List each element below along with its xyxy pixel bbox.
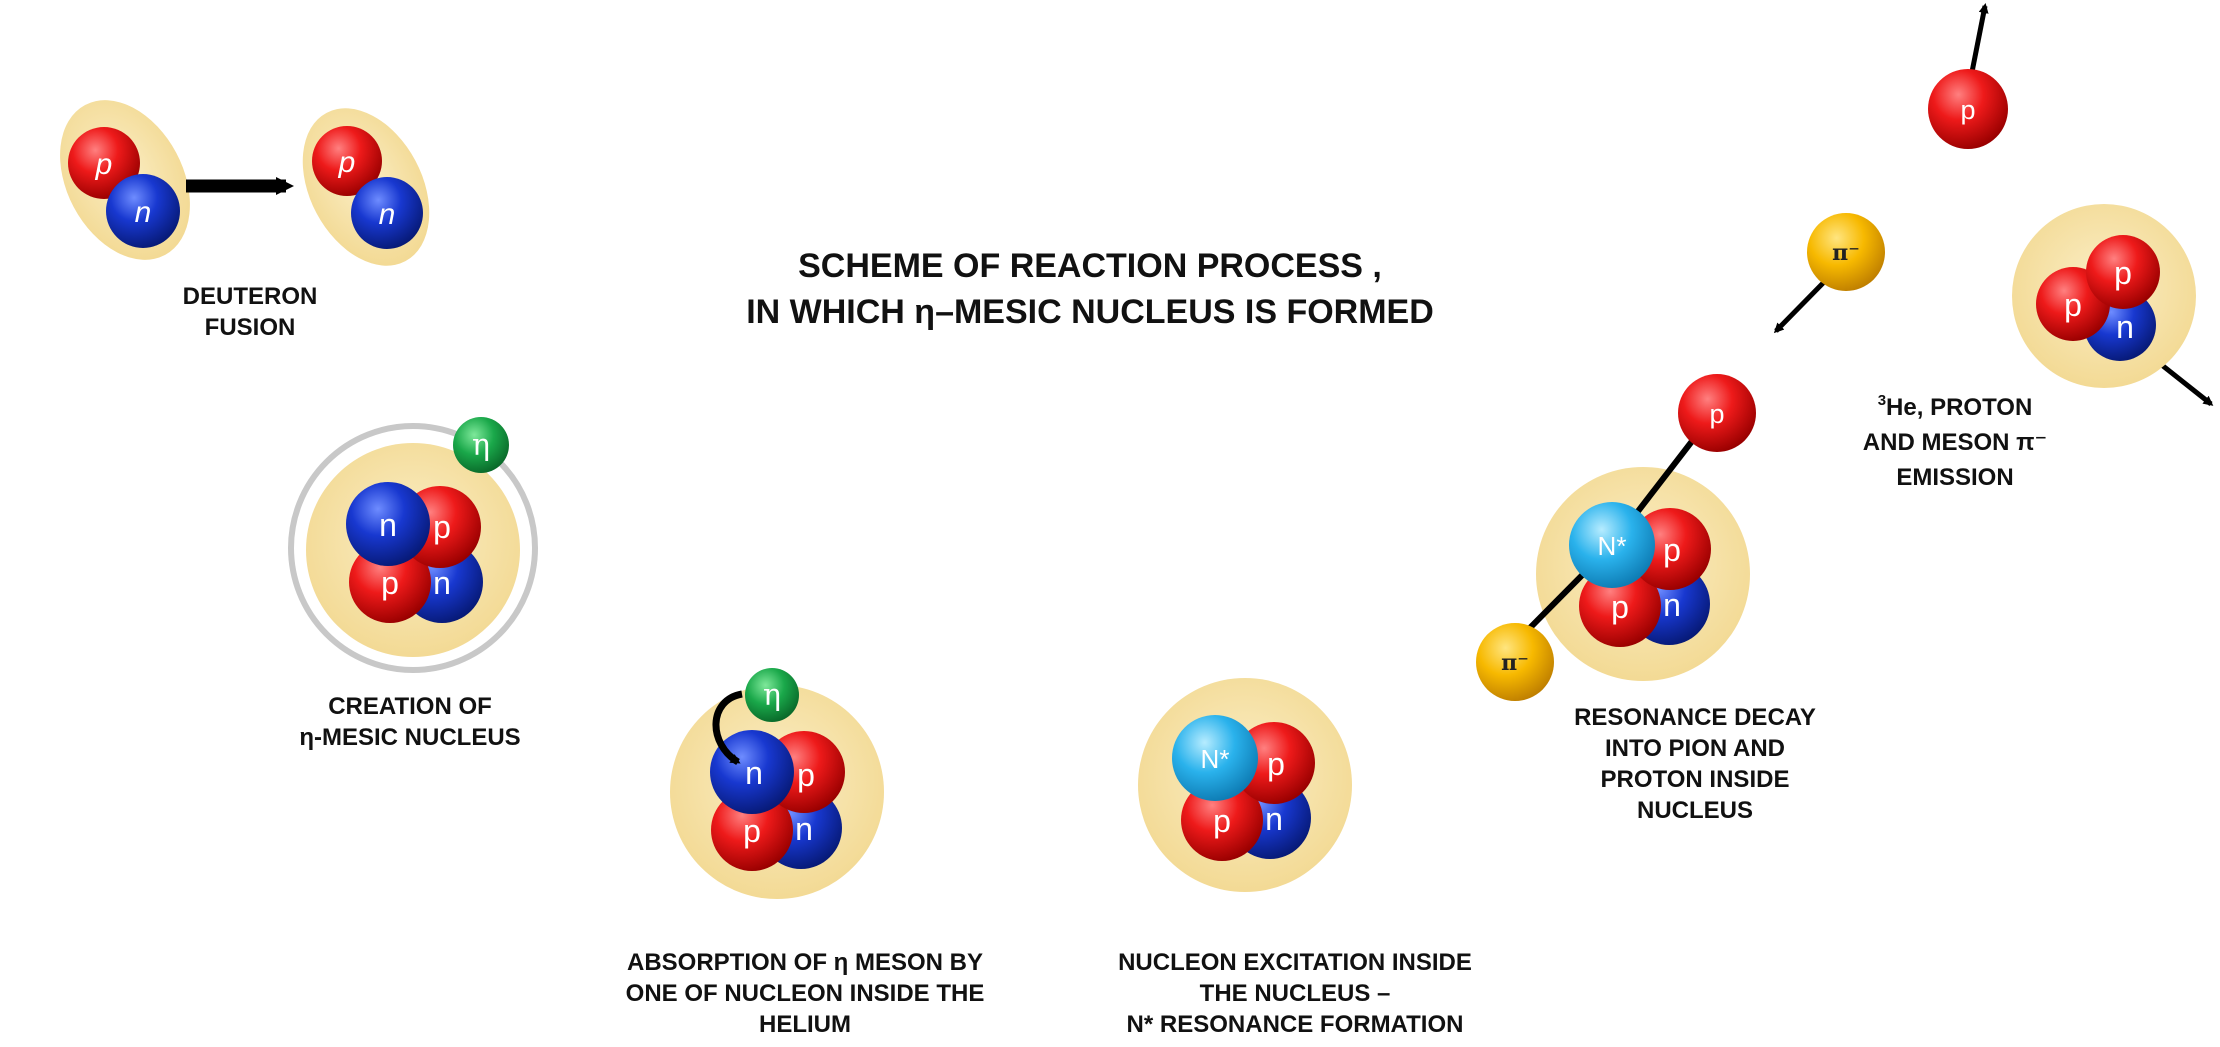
absorption-nucleus: n p p n η xyxy=(670,668,884,899)
decay-caption: RESONANCE DECAY INTO PION AND PROTON INS… xyxy=(1540,702,1850,826)
caption-line: N* RESONANCE FORMATION xyxy=(1126,1011,1464,1038)
caption-line: CREATION OF xyxy=(328,693,492,720)
proton-sphere xyxy=(1678,374,1756,452)
proton-sphere xyxy=(312,126,382,196)
deuteron-left: p n xyxy=(60,100,190,260)
deuteron-fusion-caption: DEUTERON FUSION xyxy=(140,281,360,343)
neutron-label: n xyxy=(135,196,152,229)
diagram-title: SCHEME OF REACTION PROCESS , IN WHICH η–… xyxy=(660,243,1520,335)
title-line-2: IN WHICH η–MESIC NUCLEUS IS FORMED xyxy=(746,293,1434,331)
neutron-sphere xyxy=(351,177,423,249)
title-line-1: SCHEME OF REACTION PROCESS , xyxy=(798,247,1382,285)
neutron-sphere xyxy=(106,174,180,248)
emission-scene: p π⁻ p p n xyxy=(1773,3,2214,406)
absorption-arrow xyxy=(712,690,743,765)
proton-emission-arrow xyxy=(1969,3,1989,73)
eta-meson-sphere xyxy=(453,417,509,473)
proton-label: p xyxy=(1960,95,1975,125)
proton-label: p xyxy=(381,565,399,601)
proton-label: p xyxy=(2114,255,2132,291)
helium-emission-arrow xyxy=(2156,360,2214,406)
proton-label: p xyxy=(1611,589,1629,625)
caption-line: HELIUM xyxy=(759,1011,851,1038)
proton-label: p xyxy=(1213,803,1231,839)
caption-line: DEUTERON xyxy=(182,283,318,310)
excitation-caption: NUCLEON EXCITATION INSIDE THE NUCLEUS – … xyxy=(1075,947,1515,1040)
neutron-label: n xyxy=(379,198,396,231)
resonance-label: N* xyxy=(1201,744,1230,774)
resonance-label: N* xyxy=(1598,531,1627,561)
neutron-label: n xyxy=(433,565,451,601)
emission-caption: 3He, PROTON AND MESON π⁻ EMISSION xyxy=(1820,383,2090,495)
caption-line: NUCLEUS xyxy=(1636,797,1753,824)
resonance-sphere xyxy=(1172,715,1258,801)
caption-line: INTO PION AND xyxy=(1604,735,1785,762)
pion-emission-arrow xyxy=(1773,276,1830,334)
pion-label: π⁻ xyxy=(1832,240,1860,266)
caption-line: FUSION xyxy=(204,314,296,341)
caption-line: RESONANCE DECAY xyxy=(1574,704,1816,731)
caption-line: 3He, PROTON xyxy=(1820,383,2090,425)
eta-orbit xyxy=(288,423,538,673)
proton-label: p xyxy=(95,148,113,181)
caption-line: ONE OF NUCLEON INSIDE THE xyxy=(625,980,985,1007)
pion-sphere xyxy=(1476,623,1554,701)
proton-label: p xyxy=(2064,287,2082,323)
proton-sphere xyxy=(1928,69,2008,149)
caption-line: THE NUCLEUS – xyxy=(1199,980,1391,1007)
proton-sphere xyxy=(711,789,793,871)
caption-line: η-MESIC NUCLEUS xyxy=(299,724,521,751)
proton-label: p xyxy=(743,813,761,849)
proton-sphere xyxy=(2086,235,2160,309)
caption-line: AND MESON π⁻ xyxy=(1862,429,2048,456)
caption-line-text: He, PROTON xyxy=(1886,394,2033,421)
decay-nucleus: N* p p n p π⁻ xyxy=(1476,374,1756,701)
pion-sphere xyxy=(1807,213,1885,291)
helium-mass-number: 3 xyxy=(1877,392,1887,409)
caption-line: ABSORPTION OF η MESON BY xyxy=(626,949,983,976)
eta-label: η xyxy=(472,428,490,463)
eta-label: η xyxy=(763,678,781,713)
eta-mesic-nucleus: n p p n η xyxy=(288,417,538,673)
caption-line: EMISSION xyxy=(1896,464,2014,491)
caption-line: PROTON INSIDE xyxy=(1600,766,1790,793)
neutron-sphere xyxy=(346,482,430,566)
proton-label: p xyxy=(1663,532,1681,568)
proton-label: p xyxy=(433,509,451,545)
excitation-nucleus: N* p p n xyxy=(1138,678,1352,892)
neutron-label: n xyxy=(1265,801,1283,837)
eta-meson-sphere xyxy=(745,668,799,722)
deuteron-right: p n xyxy=(302,108,430,266)
proton-label: p xyxy=(338,146,356,179)
neutron-sphere xyxy=(710,730,794,814)
resonance-sphere xyxy=(1569,502,1655,588)
proton-label: p xyxy=(797,757,815,793)
neutron-label: n xyxy=(379,507,397,543)
absorption-caption: ABSORPTION OF η MESON BY ONE OF NUCLEON … xyxy=(580,947,1030,1040)
pion-label: π⁻ xyxy=(1501,650,1529,676)
neutron-label: n xyxy=(795,811,813,847)
neutron-label: n xyxy=(2116,309,2134,345)
proton-label: p xyxy=(1267,746,1285,782)
neutron-label: n xyxy=(1663,587,1681,623)
neutron-label: n xyxy=(745,755,763,791)
proton-label: p xyxy=(1709,399,1724,429)
caption-line: NUCLEON EXCITATION INSIDE xyxy=(1118,949,1472,976)
creation-caption: CREATION OF η-MESIC NUCLEUS xyxy=(280,691,540,753)
proton-sphere xyxy=(1181,779,1263,861)
